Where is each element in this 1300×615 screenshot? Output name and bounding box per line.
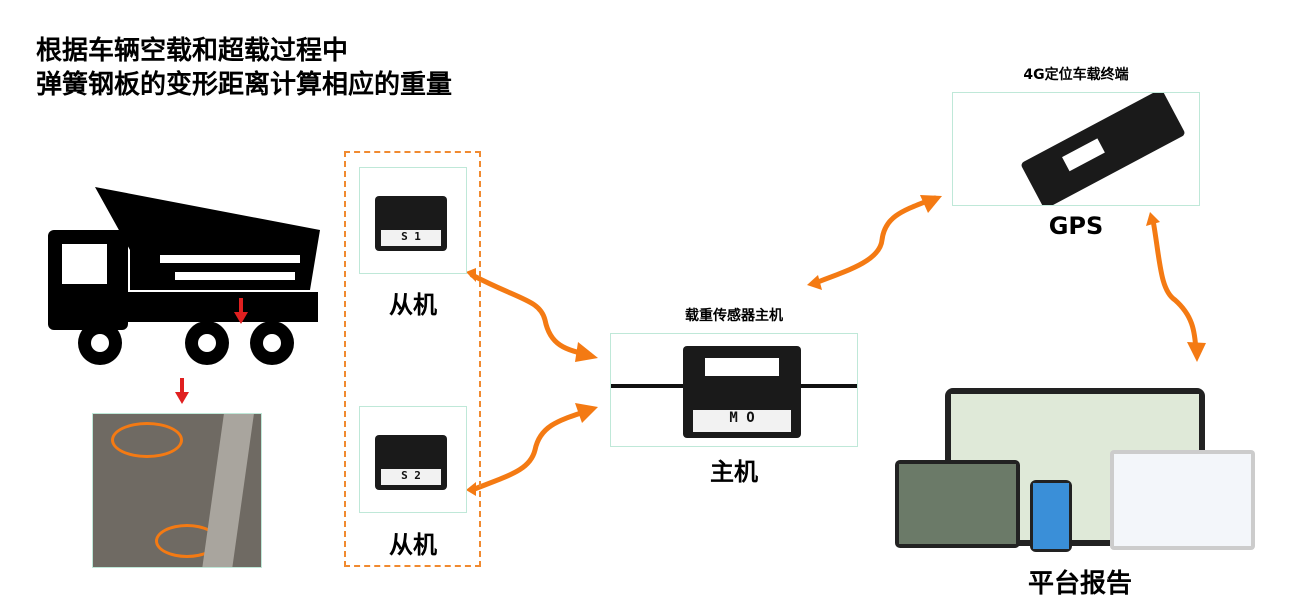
- gps-label: GPS: [1048, 212, 1104, 240]
- host-device: M O: [683, 346, 801, 438]
- tablet-icon: [895, 460, 1020, 548]
- slave2-image: S 2: [359, 406, 467, 513]
- host-label: 主机: [710, 458, 758, 486]
- red-arrow-icon: [175, 298, 248, 404]
- page-title: 根据车辆空载和超载过程中 弹簧钢板的变形距离计算相应的重量: [36, 36, 453, 100]
- phone-icon: [1030, 480, 1072, 552]
- host-image: M O: [610, 333, 858, 447]
- sensor-device: S 2: [375, 435, 447, 490]
- flow-arrows: [469, 195, 1199, 493]
- laptop-icon: [1110, 450, 1255, 550]
- slave2-label: 从机: [389, 531, 437, 559]
- slave1-image: S 1: [359, 167, 467, 274]
- leaf-spring-photo: [92, 413, 262, 568]
- gps-image: [952, 92, 1200, 206]
- gps-caption: 4G定位车载终端: [1023, 67, 1129, 83]
- platform-label: 平台报告: [1027, 569, 1132, 599]
- highlight-circle: [111, 422, 183, 458]
- gps-device: [1020, 93, 1186, 205]
- dump-truck-icon: [48, 187, 320, 365]
- host-caption: 载重传感器主机: [685, 308, 783, 324]
- arrow-heads: [466, 195, 1206, 496]
- sensor-device: S 1: [375, 196, 447, 251]
- slave1-label: 从机: [389, 291, 437, 319]
- platform-devices-image: [885, 380, 1280, 560]
- slave-group-border: [344, 151, 481, 567]
